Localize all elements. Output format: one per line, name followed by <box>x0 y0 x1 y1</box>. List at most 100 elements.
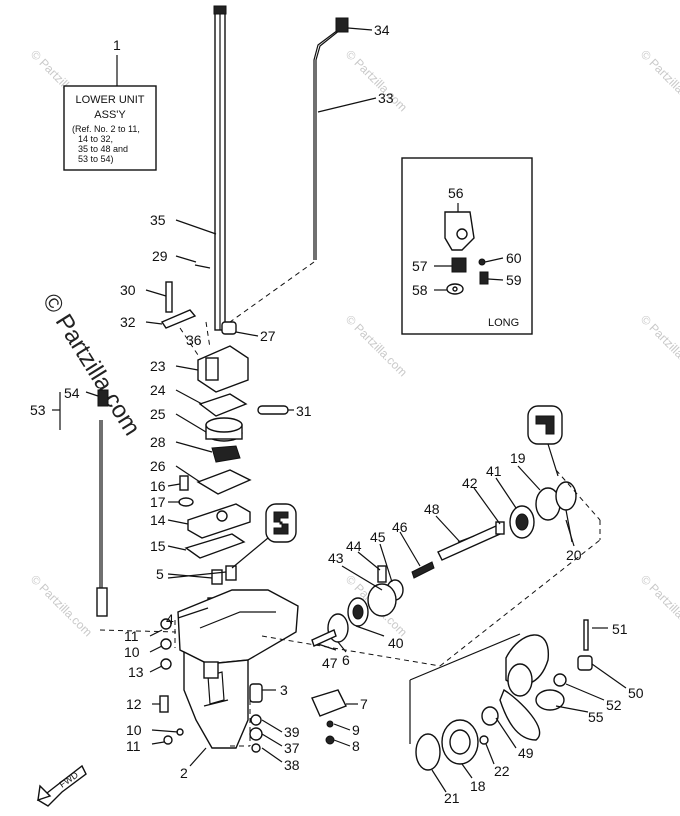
shift-rod-33 <box>229 17 349 323</box>
leader-lines <box>52 27 627 793</box>
water-pump-stack <box>196 345 289 495</box>
cotter-51 <box>583 619 589 651</box>
callout-42: 42 <box>462 475 478 491</box>
bolt-11b <box>163 735 173 745</box>
callout-44: 44 <box>346 538 362 554</box>
callout-60: 60 <box>506 250 522 266</box>
callout-6: 6 <box>342 652 350 668</box>
callout-18: 18 <box>470 778 486 794</box>
watermark: © Partzilla.com <box>343 47 410 114</box>
watermark: © Partzilla.com <box>638 572 680 639</box>
callout-4: 4 <box>166 611 174 627</box>
assembly-title: LOWER UNIT <box>75 94 144 106</box>
ring-42 <box>495 521 505 535</box>
spring-46 <box>411 561 435 579</box>
shift-rod-53 <box>59 389 177 633</box>
callout-13: 13 <box>128 664 144 680</box>
callout-30: 30 <box>120 282 136 298</box>
callout-47: 47 <box>322 655 338 671</box>
watermark: © Partzilla.com <box>343 312 410 379</box>
washer-9 <box>326 720 334 728</box>
driveshaft-35 <box>213 5 227 331</box>
sleeve-3 <box>249 683 263 703</box>
callout-58: 58 <box>412 282 428 298</box>
callout-23: 23 <box>150 358 166 374</box>
nut-50 <box>577 655 593 671</box>
assembly-subtitle: ASS'Y <box>94 109 126 121</box>
callout-5: 5 <box>156 566 164 582</box>
callout-29: 29 <box>152 248 168 264</box>
callout-56: 56 <box>448 185 464 201</box>
assembly-ref-line: (Ref. No. 2 to 11, <box>72 124 140 134</box>
callout-22: 22 <box>494 763 510 779</box>
washer-52 <box>553 673 567 687</box>
callout-51: 51 <box>612 621 628 637</box>
impeller-28 <box>211 445 241 463</box>
callout-19: 19 <box>510 450 526 466</box>
bolt-30 <box>165 281 173 313</box>
callout-15: 15 <box>150 538 166 554</box>
callout-7: 7 <box>360 696 368 712</box>
callout-27: 27 <box>260 328 276 344</box>
seal-31 <box>257 405 289 415</box>
callout-32: 32 <box>120 314 136 330</box>
callout-57: 57 <box>412 258 428 274</box>
watermark-large: © Partzilla.com <box>37 289 146 440</box>
watermark: © Partzilla.com <box>28 572 95 639</box>
shim-20 <box>555 481 577 511</box>
watermark: © Partzilla.com <box>638 312 680 379</box>
plug-39 <box>250 714 262 726</box>
callout-49: 49 <box>518 745 534 761</box>
assembly-ref-line: 14 to 32, <box>78 134 113 144</box>
assembly-ref-line: 35 to 48 and <box>78 144 128 154</box>
dowel-5 <box>225 565 237 581</box>
callout-16: 16 <box>150 478 166 494</box>
grommet-27 <box>221 321 237 335</box>
watermark: © Partzilla.com <box>638 47 680 114</box>
callout-28: 28 <box>150 434 166 450</box>
housing-tube <box>205 357 219 381</box>
callout-48: 48 <box>424 501 440 517</box>
washer-49b <box>481 706 499 726</box>
nut-8 <box>325 735 335 745</box>
callout-38: 38 <box>284 757 300 773</box>
callout-55: 55 <box>588 709 604 725</box>
callout-54: 54 <box>64 385 80 401</box>
fitting-34 <box>335 17 349 33</box>
inset-box-long: LONG <box>401 157 533 335</box>
callout-3: 3 <box>280 682 288 698</box>
callout-59: 59 <box>506 272 522 288</box>
callout-2: 2 <box>180 765 188 781</box>
plug-38 <box>251 743 261 753</box>
callout-14: 14 <box>150 512 166 528</box>
callout-41: 41 <box>486 463 502 479</box>
callout-34: 34 <box>374 22 390 38</box>
dowel-5 <box>211 569 223 585</box>
washer-11 <box>160 618 172 630</box>
callout-9: 9 <box>352 722 360 738</box>
callout-11b: 11 <box>126 738 141 754</box>
propshaft-assembly <box>261 405 601 667</box>
callout-24: 24 <box>150 382 166 398</box>
callout-36: 36 <box>186 332 202 348</box>
callout-10a: 10 <box>124 644 140 660</box>
callout-46: 46 <box>392 519 408 535</box>
callout-33: 33 <box>378 90 394 106</box>
callout-25: 25 <box>150 406 166 422</box>
washer-17 <box>178 497 194 507</box>
plate-7 <box>311 689 347 717</box>
callout-20: 20 <box>566 547 582 563</box>
callout-39: 39 <box>284 724 300 740</box>
callout-1: 1 <box>113 37 121 53</box>
propeller-group <box>409 619 593 771</box>
callouts: 34 33 35 29 30 32 36 27 23 24 25 31 28 2… <box>30 22 644 806</box>
pin-47 <box>311 629 337 647</box>
ring-21 <box>415 733 441 771</box>
pump-case-14 <box>187 503 251 539</box>
callout-17: 17 <box>150 494 166 510</box>
nut-57 <box>451 257 467 273</box>
screw-22 <box>479 735 489 745</box>
callout-31: 31 <box>296 403 312 419</box>
gasket-15 <box>184 533 246 559</box>
